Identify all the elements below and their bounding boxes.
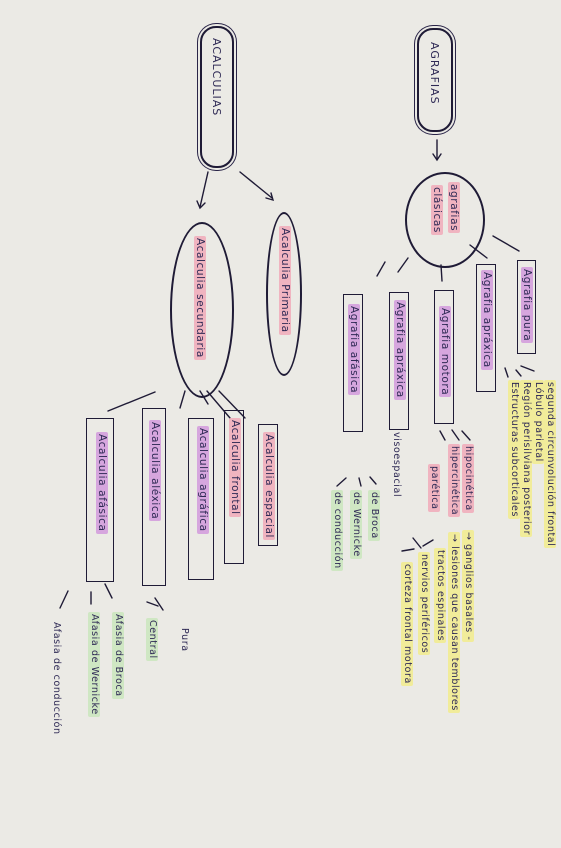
motora-paretica: parética (428, 464, 440, 512)
afasica-acalc-item-1: Afasia de Broca (112, 612, 124, 699)
pura-item-3: Región perisilviana posterior (520, 380, 532, 538)
motora-hiper-detail: → lesiones que causan temblores (448, 532, 460, 713)
arrow-acalculias-right (239, 171, 273, 199)
afasica-item-1: de Broca (368, 490, 380, 541)
agrafias-clasicas-node (405, 172, 485, 268)
paretica-item-3: corteza frontal motora (401, 562, 413, 686)
acalculia-agrafica-label: Acalculia agráfica (197, 426, 209, 534)
acalculias-title: ACALCULIAS (210, 38, 223, 117)
acalculia-afasica-box (86, 418, 114, 582)
agrafias-cloud (417, 28, 453, 132)
acalculia-alexica-label: Acalculia aléxica (149, 420, 161, 522)
agrafia-motora-label: Agrafia motora (439, 306, 451, 398)
afasica-acalc-item-3: Afasia de conducción (51, 622, 62, 735)
acalculia-secundaria-label: Acalculia secundaria (194, 236, 206, 360)
acalculias-cloud (200, 26, 234, 168)
acalculia-espacial-label: Acalculia espacial (263, 432, 275, 541)
afasica-acalc-item-2: Afasia de Wernicke (88, 612, 100, 717)
pura-item-2: Lóbulo parietal (532, 380, 544, 464)
alexica-item-central: Central (146, 618, 158, 661)
agrafia-afasica-box (343, 294, 363, 432)
acalculia-frontal-box (224, 410, 244, 564)
motora-hipo-detail: → ganglios basales - (462, 530, 474, 643)
acalculia-primaria-label: Acalculia Primaria (279, 226, 291, 335)
agrafia-motora-box (434, 290, 454, 424)
arrow-acalculias-left (199, 171, 209, 208)
agrafia-pura-box (517, 260, 536, 354)
motora-hipocinetica: hipocinética (462, 444, 474, 513)
acalculia-agrafica-box (188, 418, 214, 580)
motora-hipercinetica: hipercinética (448, 444, 460, 518)
pura-item-1: segunda circunvolución frontal (544, 380, 556, 549)
acalculia-secundaria-node (170, 222, 234, 398)
agrafias-clasicas-label-2: clásicas (431, 185, 443, 235)
acalculia-alexica-box (142, 408, 166, 586)
afasica-item-2: de Wernicke (350, 490, 362, 559)
agrafia-afasica-label: Agrafia afásica (348, 304, 360, 396)
acalculia-frontal-label: Acalculia frontal (229, 418, 241, 517)
pura-item-4: Estructuras subcorticales (508, 380, 520, 520)
agrafia-apraxica-label: Agrafia apráxica (481, 270, 493, 370)
alexica-item-pura: Pura (179, 628, 190, 652)
paretica-item-2: nervios periféricos (418, 552, 430, 656)
paretica-item-1: tractos espinales (434, 548, 446, 644)
agrafia-apraxica2-label: Agrafia apráxica (394, 300, 406, 400)
acalculia-espacial-box (258, 424, 278, 546)
agrafia-apraxica-box (476, 264, 496, 392)
acalculia-primaria-node (266, 212, 302, 376)
agrafias-title: AGRAFIAS (428, 42, 441, 105)
agrafias-clasicas-label-1: agrafias (448, 182, 460, 234)
agrafia-apraxica2-box (389, 292, 409, 430)
apraxica2-note: visoespacial (391, 432, 402, 498)
agrafia-pura-label: Agrafia pura (521, 267, 533, 344)
acalculia-afasica-label: Acalculia afásica (96, 432, 108, 534)
afasica-item-3: de conducción (331, 490, 343, 571)
